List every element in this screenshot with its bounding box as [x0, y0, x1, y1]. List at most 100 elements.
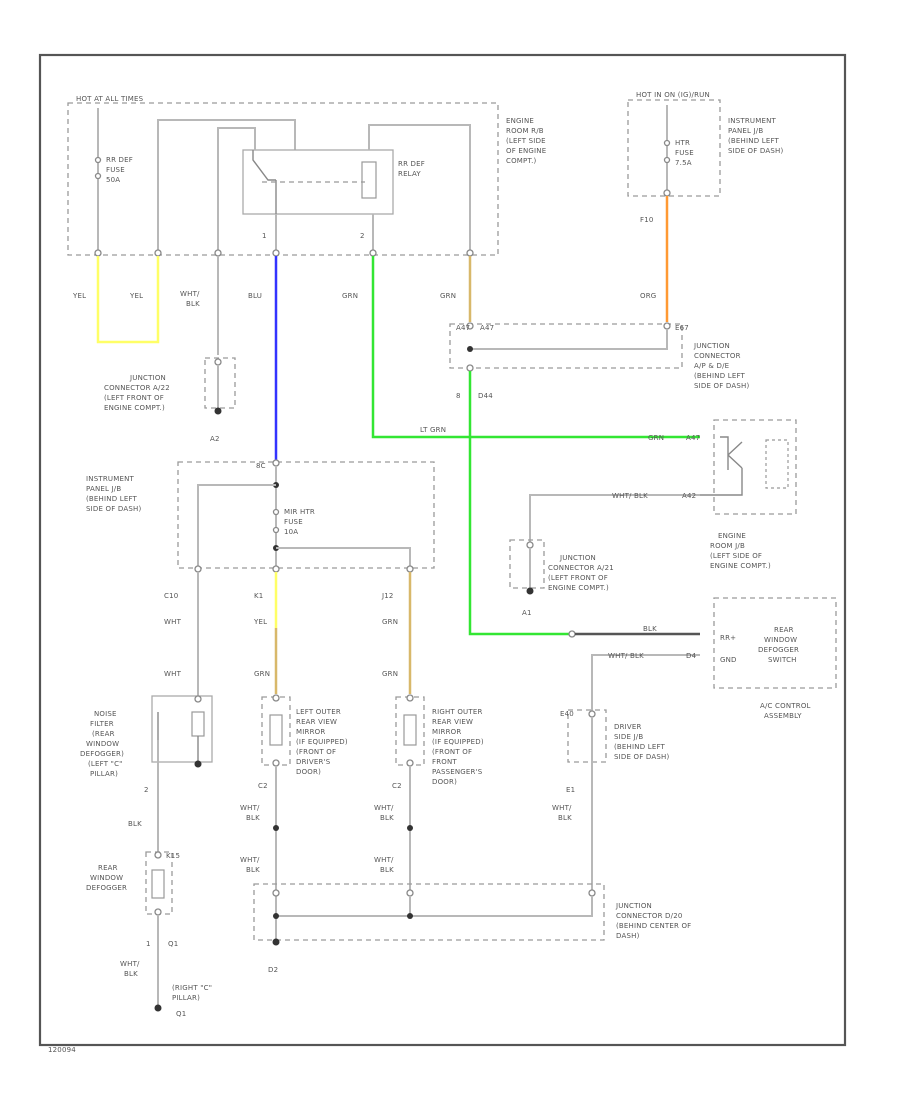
- jb-mid-pin-top: [272, 459, 280, 467]
- e1-label: E1: [566, 786, 575, 794]
- lt-grn-label: LT GRN: [420, 426, 446, 434]
- a47-tag: A47: [480, 324, 494, 332]
- jc-center-junction-2: [407, 913, 413, 919]
- wht-blk-4-label: WHT/BLK: [240, 804, 260, 822]
- e40-label: E40: [560, 710, 574, 718]
- relay-switch: [252, 150, 277, 214]
- relay-coil: [361, 161, 377, 199]
- engine-room-jb-coil: [765, 439, 789, 489]
- jc-dash-pin-d44: [466, 364, 474, 372]
- htr-fuse-dot-2: [663, 156, 671, 164]
- j12-label: J12: [381, 592, 394, 600]
- wht-blk-5-label: WHT/BLK: [240, 856, 260, 874]
- pin-1b-label: 1: [146, 940, 151, 948]
- right-mirror-box: [395, 696, 425, 766]
- d2-label: D2: [268, 966, 278, 974]
- jc-dash-bus: [470, 329, 668, 350]
- jc-center-bus: [276, 896, 593, 917]
- q1b-label: Q1: [176, 1010, 186, 1018]
- a47-2-label: A47: [686, 434, 700, 442]
- fuse-dot-2: [94, 172, 102, 180]
- mir-fuse-dot-1: [272, 508, 280, 516]
- left-mirror-splice: [273, 825, 279, 831]
- instrument-jb-top-box: [627, 99, 721, 197]
- figure-code: 120094: [48, 1046, 76, 1054]
- left-mirror-heater: [269, 714, 283, 746]
- relay-out-wire: [368, 124, 471, 250]
- wht-blk-feed-wire: [217, 127, 256, 250]
- relay-supply-wire: [157, 119, 296, 250]
- jc-dash-box: [449, 323, 683, 369]
- q1-label: Q1: [168, 940, 178, 948]
- e67-label: E67: [675, 324, 689, 332]
- left-mirror-pin-top: [272, 694, 280, 702]
- rr-def-relay-box: [242, 149, 394, 215]
- k1-label: K1: [254, 592, 263, 600]
- noise-filter-box: [151, 695, 213, 763]
- fuse-dot-1: [94, 156, 102, 164]
- ground-q1-icon: [154, 1004, 162, 1012]
- wht-blk-2-wire: [529, 494, 700, 545]
- grn-3-label: GRN: [648, 434, 664, 442]
- pin-2b-label: 2: [144, 786, 149, 794]
- mir-fuse-dot-2: [272, 526, 280, 534]
- jc-a21-pin: [526, 541, 534, 549]
- jc-a22-pin: [214, 358, 222, 366]
- c2-r-label: C2: [392, 782, 402, 790]
- jb-mid-left-branch: [197, 484, 276, 566]
- lt-grn-wire: [371, 256, 700, 439]
- wht-2-label: WHT: [164, 670, 182, 678]
- engine-room-rb-box: [67, 102, 499, 256]
- jc-dash-pin-a47: [466, 322, 474, 330]
- ground-d2-icon: [272, 938, 280, 946]
- d4-label: D4: [686, 652, 697, 660]
- org-label: ORG: [640, 292, 656, 300]
- wht-blk-6-label: WHT/BLK: [374, 804, 394, 822]
- rear-defogger-pin-bottom: [154, 908, 162, 916]
- a2-label: A2: [210, 435, 220, 443]
- wht-blk-8-label: WHT/BLK: [552, 804, 572, 822]
- blk-2-label: BLK: [128, 820, 142, 828]
- c2-l-label: C2: [258, 782, 268, 790]
- rr-plus-label: RR+: [720, 634, 736, 642]
- grn-1-label: GRN: [342, 292, 358, 300]
- noise-filter-pin: [194, 695, 202, 703]
- grn-4-label: GRN: [254, 670, 270, 678]
- grn-switch-wire: [468, 371, 570, 636]
- wht-blk-7-label: WHT/BLK: [374, 856, 394, 874]
- jc-dash-junction: [467, 346, 473, 352]
- right-mirror-pin-top: [406, 694, 414, 702]
- diagram-frame: [38, 53, 847, 1047]
- c10-label: C10: [164, 592, 178, 600]
- jb-mid-bottom-pins: [194, 565, 414, 573]
- noise-filter-ground-icon: [194, 760, 202, 768]
- pin-1-label: 1: [262, 232, 267, 240]
- gnd-wire: [591, 654, 700, 714]
- rear-defogger-switch-box: [713, 597, 837, 689]
- hot-at-all-times-label: HOT AT ALL TIMES: [76, 95, 144, 103]
- left-mirror-pin-bottom: [272, 759, 280, 767]
- left-mirror-box: [261, 696, 291, 766]
- blu-label: BLU: [248, 292, 262, 300]
- right-c-pillar-label: (RIGHT "C"PILLAR): [172, 984, 212, 1002]
- wht-blk-2-label: WHT/ BLK: [612, 492, 648, 500]
- k15-label: K15: [166, 852, 180, 860]
